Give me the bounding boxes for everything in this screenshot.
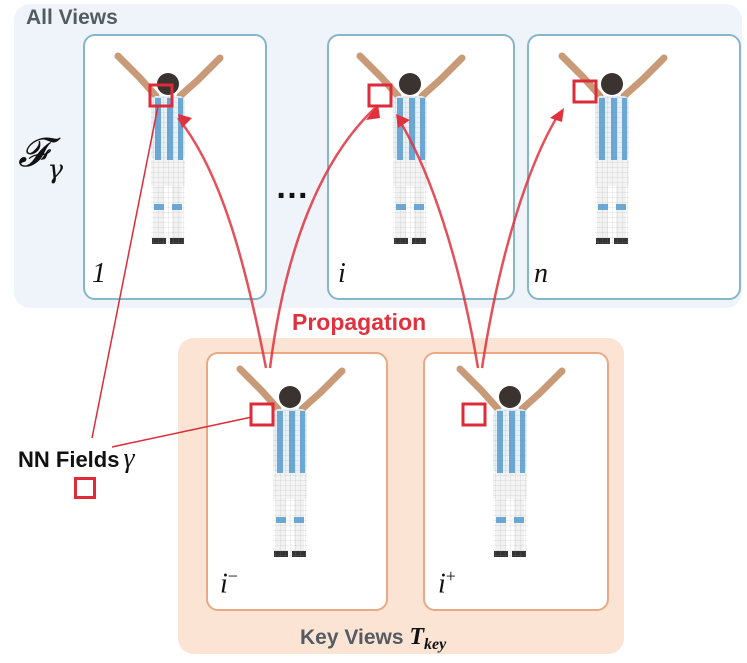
view-label-1: 1: [92, 258, 106, 289]
view-label-n: n: [534, 258, 548, 289]
nn-fields-legend-box: [74, 477, 96, 499]
view-label-i: i: [338, 258, 346, 289]
player-figure-key-minus: [240, 369, 342, 557]
player-figure-key-plus: [460, 369, 562, 557]
nn-field-boxes: [148, 79, 598, 427]
all-views-title: All Views: [26, 6, 118, 29]
arrow-heads: [178, 104, 564, 128]
view-frame-n: [527, 34, 741, 300]
player-figure-view-n: [562, 56, 664, 244]
ellipsis: …: [275, 168, 310, 206]
propagation-label: Propagation: [292, 309, 427, 335]
key-label-i-minus: i−: [220, 566, 238, 600]
propagation-arrows: [177, 107, 562, 369]
key-label-i-plus: i+: [438, 566, 456, 600]
field-symbol: 𝓕γ: [18, 130, 64, 185]
nn-leader-lines: [91, 105, 253, 448]
key-views-title: Key Views Tkey: [300, 624, 447, 653]
